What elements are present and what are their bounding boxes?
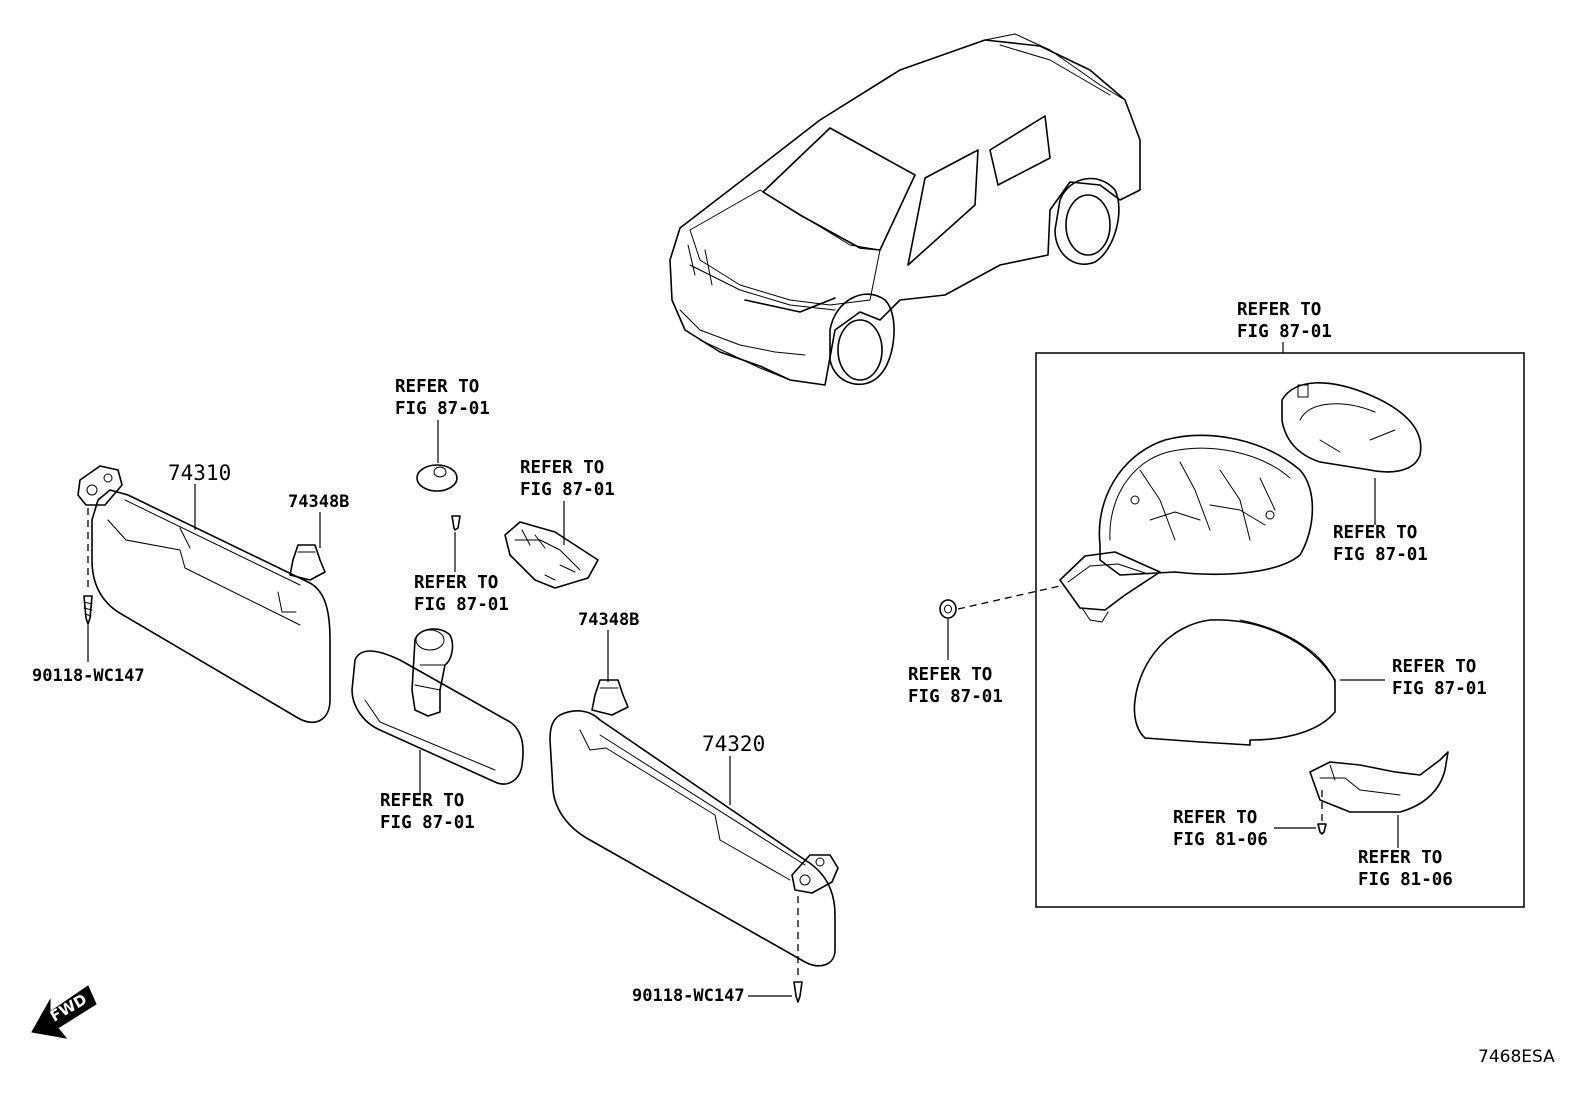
ref-cover-line2: FIG 87-01 [1392,679,1487,699]
ref-lamp-line1: REFER TO [520,458,604,478]
visor-holder-upper [289,544,326,581]
mirror-cover [1133,619,1336,746]
ref-signal-screw-line2: FIG 81-06 [1173,830,1268,850]
ref-mirror-line2: FIG 87-01 [380,813,475,833]
map-lamp [504,521,599,589]
part-number-90118-wc147-left: 90118-WC147 [32,666,145,686]
part-number-90118-wc147-right: 90118-WC147 [632,986,745,1006]
side-turn-signal [1309,751,1449,813]
sun-visor-right [549,710,839,967]
ref-signal-screw-line1: REFER TO [1173,808,1257,828]
part-number-74320: 74320 [702,732,765,756]
ref-signal-line1: REFER TO [1358,848,1442,868]
ref-box-line2: FIG 87-01 [1237,322,1332,342]
ref-cover-line1: REFER TO [1392,657,1476,677]
mirror-glass [1281,382,1422,473]
screw-right [748,896,803,1003]
ref-dome-line1: REFER TO [395,377,479,397]
dome-cap [416,464,458,492]
ref-glass-line1: REFER TO [1333,523,1417,543]
inner-rear-view-mirror [351,628,524,785]
ref-box-line1: REFER TO [1237,300,1321,320]
ref-mirror-line1: REFER TO [380,791,464,811]
signal-screw [1317,823,1327,835]
ref-nut-line2: FIG 87-01 [908,687,1003,707]
fwd-arrow-icon: FWD [31,985,97,1039]
ref-dome-line2: FIG 87-01 [395,399,490,419]
vehicle-illustration [669,33,1141,386]
part-number-74310: 74310 [168,461,231,485]
outer-mirror-box [1035,352,1525,908]
outer-mirror-assembly [1059,434,1314,623]
part-number-74348b-upper: 74348B [288,492,349,512]
ref-glass-line2: FIG 87-01 [1333,545,1428,565]
ref-signal-line2: FIG 81-06 [1358,870,1453,890]
illustration-code: 7468ESA [1478,1047,1555,1067]
visor-holder-lower [591,679,629,716]
screw-left [83,508,93,662]
mirror-clip [451,515,461,531]
ref-clip-line2: FIG 87-01 [414,595,509,615]
mirror-nut [939,599,957,619]
ref-nut-line1: REFER TO [908,665,992,685]
ref-clip-line1: REFER TO [414,573,498,593]
ref-lamp-line2: FIG 87-01 [520,480,615,500]
part-number-74348b-lower: 74348B [578,610,639,630]
sun-visor-left [77,465,331,724]
